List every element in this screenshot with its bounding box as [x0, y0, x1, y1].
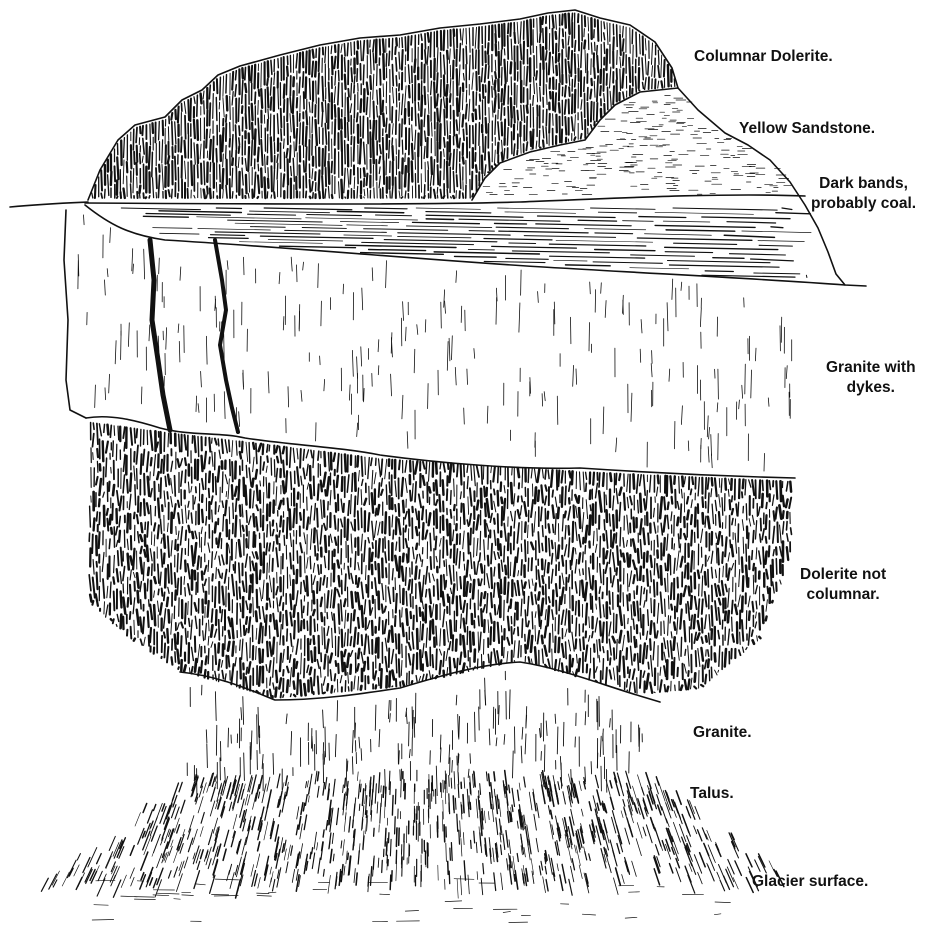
dyke-right — [215, 240, 238, 432]
label-glacier-surface-text: Glacier surface. — [752, 872, 868, 892]
label-dolerite-not-columnar: Dolerite not columnar. — [800, 565, 886, 605]
label-dark-bands-line1: Dark bands, — [811, 174, 916, 194]
label-dark-bands-line2: probably coal. — [811, 194, 916, 214]
sandstone-texture — [483, 95, 791, 194]
label-yellow-sandstone-text: Yellow Sandstone. — [739, 119, 875, 139]
glacier-surface-texture — [92, 879, 730, 923]
label-granite-with-dykes-line1: Granite with — [826, 358, 916, 378]
dark-bands-texture — [121, 208, 811, 278]
dyke-left — [150, 240, 170, 430]
label-granite-text: Granite. — [693, 723, 752, 743]
label-columnar-dolerite-text: Columnar Dolerite. — [694, 47, 833, 67]
label-yellow-sandstone: Yellow Sandstone. — [739, 119, 875, 139]
label-granite-with-dykes-line2: dykes. — [826, 378, 916, 398]
label-dark-bands: Dark bands, probably coal. — [811, 174, 916, 214]
label-columnar-dolerite: Columnar Dolerite. — [694, 47, 833, 67]
label-granite: Granite. — [693, 723, 752, 743]
talus-texture — [41, 770, 784, 898]
label-granite-with-dykes: Granite with dykes. — [826, 358, 916, 398]
label-talus-text: Talus. — [690, 784, 734, 804]
label-dolerite-not-columnar-line2: columnar. — [800, 585, 886, 605]
dolerite-texture — [89, 423, 791, 698]
ground-line-left — [10, 202, 88, 207]
granite-left-edge — [64, 210, 86, 418]
label-dolerite-not-columnar-line1: Dolerite not — [800, 565, 886, 585]
label-talus: Talus. — [690, 784, 734, 804]
label-glacier-surface: Glacier surface. — [752, 872, 868, 892]
